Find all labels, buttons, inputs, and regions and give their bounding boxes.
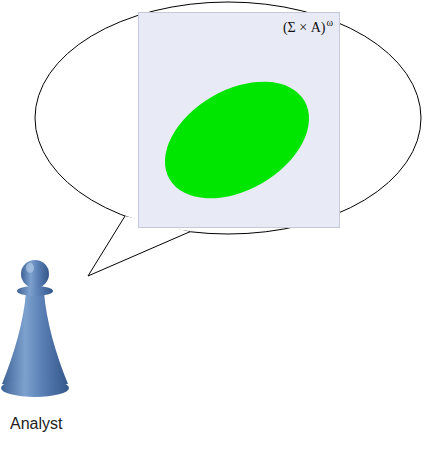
set-name: (Σ × A) [283,20,325,35]
set-ground [138,12,340,228]
set-label: (Σ × A)ω [283,17,333,36]
speech-bubble [35,2,421,234]
pawn-figure [1,260,69,397]
set-box: (Σ × A)ω [138,12,340,228]
actor-label: Analyst [10,415,62,433]
green-region [144,58,329,223]
set-exponent: ω [326,17,333,28]
